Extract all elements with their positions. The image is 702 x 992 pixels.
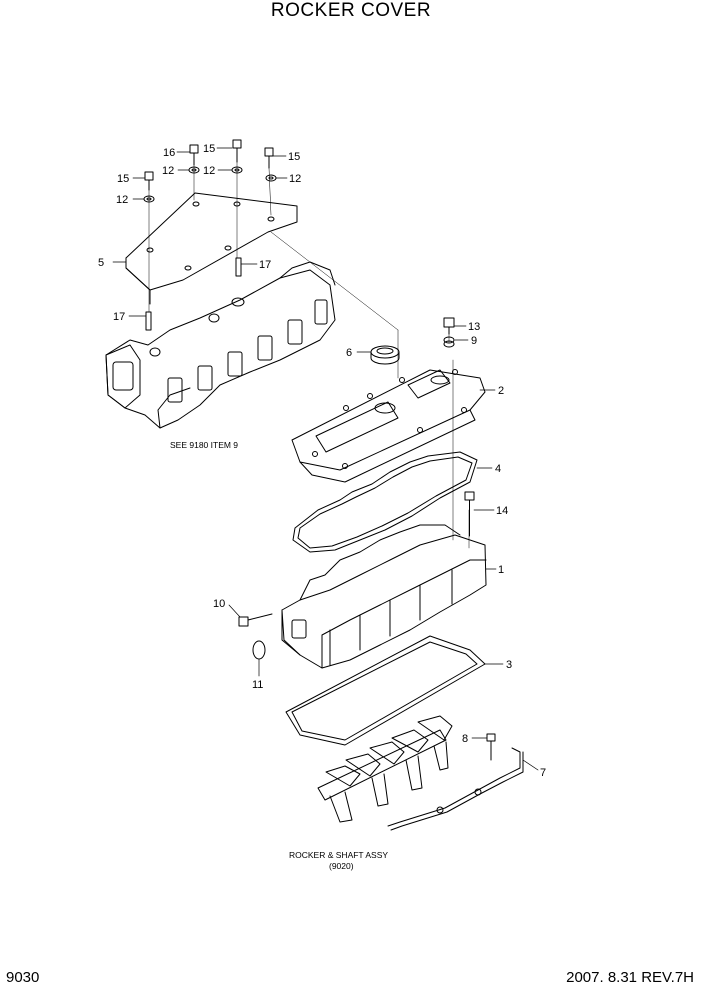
callout-12d: 12 xyxy=(289,173,301,185)
page-number: 9030 xyxy=(6,969,40,986)
callout-13: 13 xyxy=(468,321,480,333)
oil-pipe-part xyxy=(387,747,524,831)
callout-17b: 17 xyxy=(113,311,125,323)
stud-17b xyxy=(145,311,152,331)
callout-1: 1 xyxy=(498,564,504,576)
callout-11: 11 xyxy=(252,679,263,691)
bolt-10 xyxy=(238,613,273,627)
bolt-14 xyxy=(464,491,475,537)
rocker-shaft-note-line2: (9020) xyxy=(329,861,354,871)
callout-15c: 15 xyxy=(288,151,300,163)
callout-8: 8 xyxy=(462,733,468,745)
callout-14: 14 xyxy=(496,505,508,517)
callout-6: 6 xyxy=(346,347,352,359)
callout-10: 10 xyxy=(213,598,225,610)
callout-3: 3 xyxy=(506,659,512,671)
callout-12b: 12 xyxy=(162,165,174,177)
oil-filler-cap-part xyxy=(370,345,400,365)
callout-12a: 12 xyxy=(116,194,128,206)
rocker-shaft-assy-part xyxy=(317,715,453,823)
bolt-15b xyxy=(232,139,242,163)
callout-9: 9 xyxy=(471,335,477,347)
callout-15a: 15 xyxy=(117,173,129,185)
rocker-cover-gasket-part xyxy=(292,451,478,553)
page-title: ROCKER COVER xyxy=(270,0,432,21)
rocker-cover-part xyxy=(291,369,486,483)
bolt-13 xyxy=(443,317,455,335)
leader-lines xyxy=(112,147,539,771)
housing-gasket-part xyxy=(285,635,486,746)
exhaust-manifold-part xyxy=(105,261,336,429)
callout-2: 2 xyxy=(498,385,504,397)
bolt-8 xyxy=(486,733,496,761)
bolt-15c xyxy=(264,147,274,169)
callout-15b: 15 xyxy=(203,143,215,155)
rocker-housing-part xyxy=(281,524,487,669)
seal-9 xyxy=(443,336,455,348)
callout-7: 7 xyxy=(540,767,546,779)
revision-date: 2007. 8.31 REV.7H xyxy=(566,969,694,986)
bolt-15a xyxy=(144,171,154,191)
heat-shield-part xyxy=(125,192,298,305)
bolt-16 xyxy=(189,144,199,166)
callout-12c: 12 xyxy=(203,165,215,177)
manifold-reference-note: SEE 9180 ITEM 9 xyxy=(170,440,238,450)
o-ring-11 xyxy=(252,640,266,660)
stud-17a xyxy=(235,257,242,277)
rocker-shaft-note-line1: ROCKER & SHAFT ASSY xyxy=(289,850,388,860)
assembly-centerlines xyxy=(148,161,470,549)
callout-16: 16 xyxy=(163,147,175,159)
callout-5: 5 xyxy=(98,257,104,269)
callout-17a: 17 xyxy=(259,259,271,271)
callout-4: 4 xyxy=(495,463,501,475)
